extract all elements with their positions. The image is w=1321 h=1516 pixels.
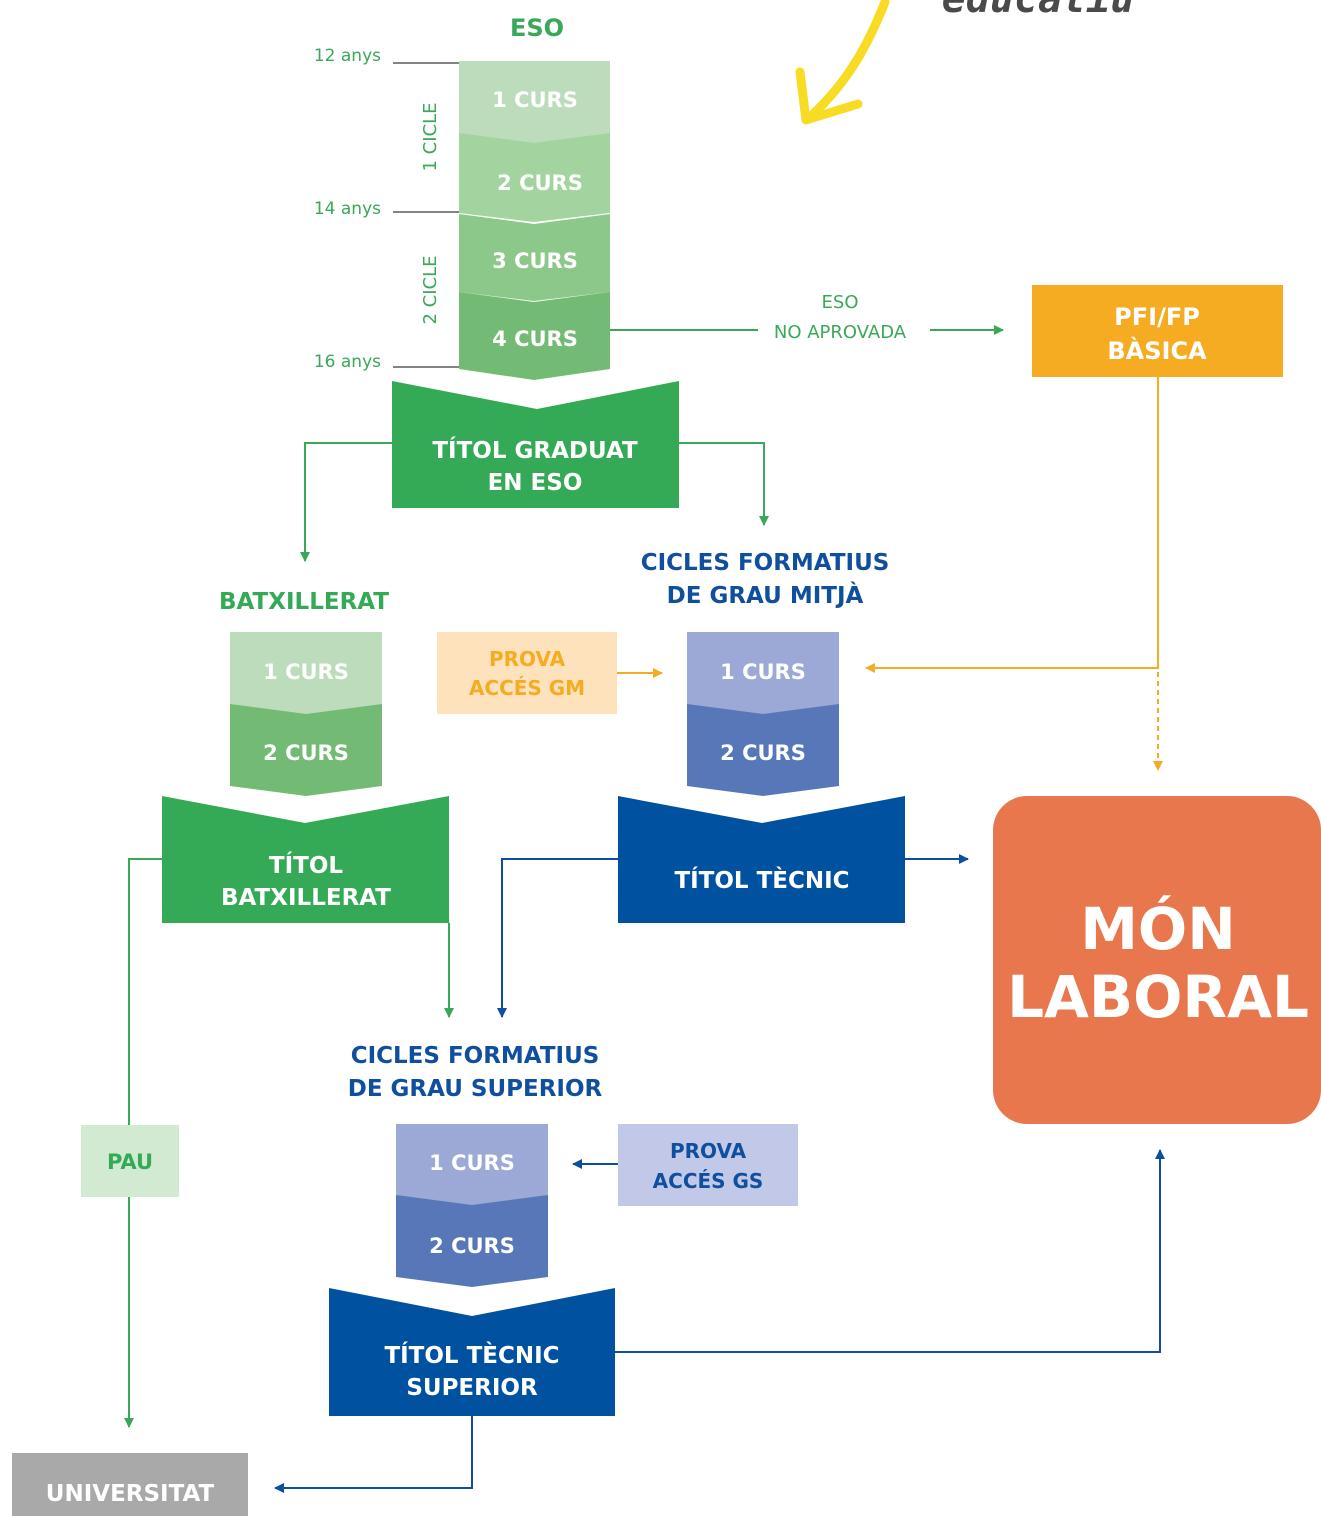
age-16-label: 16 anys [314,352,381,372]
eso-diploma-shape [392,381,679,508]
yellow-marker-arrow-icon [807,0,890,120]
titol-tecnic-label: TÍTOL TÈCNIC [674,866,849,894]
mon-laboral-line2: LABORAL [1007,963,1309,1031]
grau-superior-course-2-label: 2 CURS [429,1234,515,1258]
pfi-box [1032,285,1283,377]
batxillerat-course-2-shape [230,704,382,796]
mon-laboral-line1: MÓN [1080,894,1236,963]
mon-laboral-box [993,796,1321,1124]
batxillerat-to-university-arrow-1 [128,858,162,1125]
eso-course-3-shape [459,214,610,301]
eso-course-2-shape [459,133,610,222]
batxillerat-course-2-label: 2 CURS [263,741,349,765]
prova-acces-gs-line1: PROVA [670,1139,747,1163]
batxillerat-diploma-line2: BATXILLERAT [221,885,391,911]
eso-to-grau-mitja-arrow [679,442,769,526]
pfi-line2: BÀSICA [1107,336,1207,365]
grau-mitja-title-line1: CICLES FORMATIUS [641,550,890,576]
grau-mitja-course-2-shape [687,704,839,796]
prova-acces-gs-box [618,1124,798,1206]
age-14-label: 14 anys [314,199,381,219]
grau-mitja-course-1-shape [687,632,839,716]
yellow-marker-arrowhead-icon [795,67,863,125]
handwritten-caption: educatiu [942,0,1135,22]
grau-mitja-course-1-label: 1 CURS [720,660,806,684]
eso-no-aprovada-line2: NO APROVADA [774,322,907,343]
titol-tecnic-superior-line1: TÍTOL TÈCNIC [384,1341,559,1369]
pau-box [81,1125,179,1197]
eso-course-1-label: 1 CURS [492,88,578,112]
universitat-label: UNIVERSITAT [46,1481,215,1507]
eso-course-4-shape [459,292,610,380]
prova-acces-gm-line1: PROVA [489,647,566,671]
grau-superior-course-2-shape [396,1195,548,1287]
pfi-line1: PFI/FP [1114,303,1200,331]
eso-title: ESO [510,14,564,42]
eso-course-3-label: 3 CURS [492,249,578,273]
titol-tecnic-superior-shape [329,1288,615,1416]
batxillerat-course-1-label: 1 CURS [263,660,349,684]
prova-acces-gs-line2: ACCÉS GS [653,1169,764,1193]
grau-mitja-title-line2: DE GRAU MITJÀ [667,581,864,609]
eso-diploma-line1: TÍTOL GRADUAT [432,436,638,464]
batxillerat-diploma-line1: TÍTOL [269,851,343,879]
tecnic-superior-to-university-arrow [274,1416,473,1493]
eso-course-2-label: 2 CURS [497,171,583,195]
batxillerat-diploma-shape [162,796,449,923]
cycle-1-label: 1 CICLE [420,102,441,171]
pau-label: PAU [107,1150,153,1174]
titol-tecnic-to-grau-superior-arrow [497,858,618,1018]
grau-superior-title-line2: DE GRAU SUPERIOR [348,1076,603,1102]
grau-superior-course-1-shape [396,1124,548,1207]
grau-superior-course-1-label: 1 CURS [429,1151,515,1175]
eso-diploma-line2: EN ESO [488,470,583,496]
grau-superior-title-line1: CICLES FORMATIUS [351,1043,600,1069]
prova-acces-gm-box [437,632,617,714]
age-12-label: 12 anys [314,46,381,66]
eso-course-1-shape [459,61,610,146]
prova-acces-gm-line2: ACCÉS GM [469,676,585,700]
titol-tecnic-shape [618,796,905,923]
eso-to-batxillerat-arrow [300,442,392,562]
pfi-to-grau-mitja-arrow [865,377,1159,673]
cycle-2-label: 2 CICLE [420,255,441,324]
titol-tecnic-superior-line2: SUPERIOR [406,1375,538,1401]
batxillerat-course-1-shape [230,632,382,716]
tecnic-superior-to-laboral-arrow [615,1149,1165,1353]
eso-no-aprovada-line1: ESO [822,292,859,313]
batxillerat-title: BATXILLERAT [219,589,389,615]
eso-course-4-label: 4 CURS [492,327,578,351]
universitat-box [12,1453,248,1516]
grau-mitja-course-2-label: 2 CURS [720,741,806,765]
